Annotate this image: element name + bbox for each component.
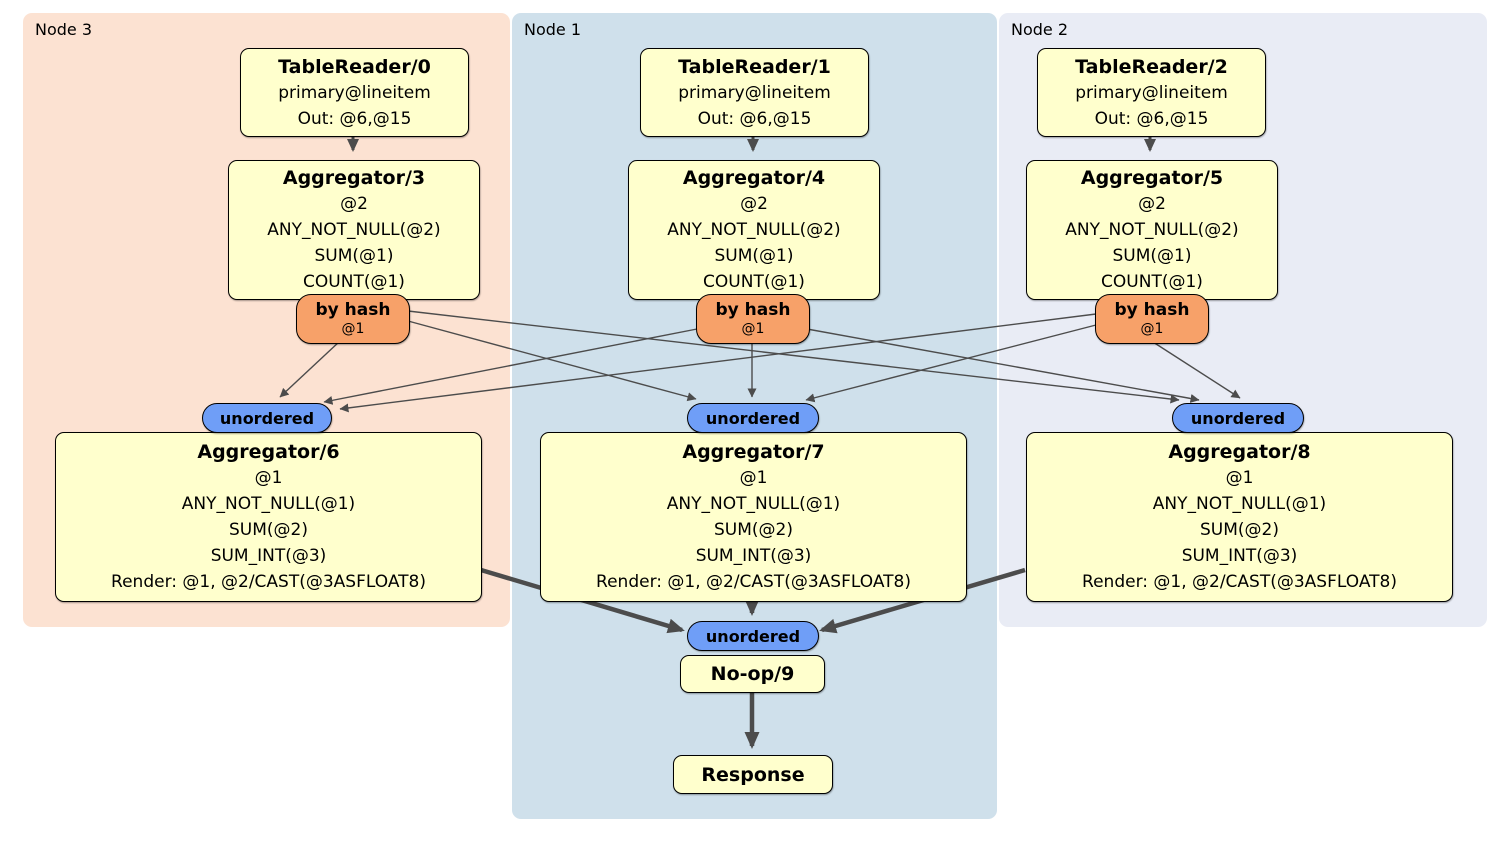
processor-aggregator-5: Aggregator/5 @2 ANY_NOT_NULL(@2) SUM(@1)…: [1026, 160, 1278, 300]
processor-title: Aggregator/8: [1168, 441, 1311, 463]
processor-detail: Render: @1, @2/CAST(@3ASFLOAT8): [111, 572, 426, 592]
stream-label: unordered: [705, 626, 801, 646]
processor-response: Response: [673, 755, 833, 794]
processor-title: Aggregator/5: [1080, 167, 1224, 189]
router-detail: @1: [741, 321, 765, 337]
processor-detail: SUM_INT(@3): [1181, 546, 1298, 566]
processor-detail: ANY_NOT_NULL(@1): [1152, 494, 1327, 514]
processor-detail: primary@lineitem: [1075, 82, 1228, 103]
processor-detail: SUM(@2): [714, 520, 793, 540]
processor-aggregator-7: Aggregator/7 @1 ANY_NOT_NULL(@1) SUM(@2)…: [540, 432, 967, 602]
processor-detail: Out: @6,@15: [1094, 108, 1209, 129]
stream-label: unordered: [1190, 408, 1286, 428]
region-node2-label: Node 2: [1011, 20, 1069, 39]
processor-title: TableReader/2: [1075, 55, 1228, 78]
processor-detail: SUM_INT(@3): [210, 546, 327, 566]
processor-detail: ANY_NOT_NULL(@2): [267, 220, 441, 240]
processor-detail: ANY_NOT_NULL(@2): [667, 220, 841, 240]
stream-unordered-node2: unordered: [1172, 403, 1304, 433]
processor-detail: @1: [1225, 468, 1254, 488]
processor-title: TableReader/1: [678, 55, 831, 78]
router-by-hash-node3: by hash @1: [296, 294, 410, 344]
router-label: by hash: [715, 300, 791, 320]
processor-title: TableReader/0: [278, 55, 431, 78]
router-label: by hash: [1114, 300, 1190, 320]
router-detail: @1: [1140, 321, 1164, 337]
region-node1-label: Node 1: [524, 20, 582, 39]
router-by-hash-node1: by hash @1: [696, 294, 810, 344]
processor-detail: Render: @1, @2/CAST(@3ASFLOAT8): [1082, 572, 1397, 592]
router-by-hash-node2: by hash @1: [1095, 294, 1209, 344]
processor-title: Aggregator/4: [682, 167, 826, 189]
processor-detail: ANY_NOT_NULL(@2): [1065, 220, 1239, 240]
processor-detail: SUM(@2): [1200, 520, 1279, 540]
region-node3-label: Node 3: [35, 20, 93, 39]
processor-title: Aggregator/6: [197, 441, 340, 463]
processor-detail: COUNT(@1): [303, 272, 405, 292]
stream-unordered-node1: unordered: [687, 403, 819, 433]
processor-title: No-op/9: [710, 663, 795, 685]
router-label: by hash: [315, 300, 391, 320]
processor-detail: @1: [739, 468, 768, 488]
processor-aggregator-3: Aggregator/3 @2 ANY_NOT_NULL(@2) SUM(@1)…: [228, 160, 480, 300]
stream-unordered-node3: unordered: [202, 403, 332, 433]
processor-aggregator-4: Aggregator/4 @2 ANY_NOT_NULL(@2) SUM(@1)…: [628, 160, 880, 300]
processor-title: Aggregator/7: [682, 441, 825, 463]
processor-detail: SUM(@1): [714, 246, 794, 266]
processor-detail: @1: [254, 468, 283, 488]
processor-title: Response: [701, 763, 805, 786]
processor-aggregator-8: Aggregator/8 @1 ANY_NOT_NULL(@1) SUM(@2)…: [1026, 432, 1453, 602]
processor-detail: SUM(@1): [314, 246, 394, 266]
stream-label: unordered: [705, 408, 801, 428]
processor-detail: primary@lineitem: [278, 82, 431, 103]
processor-title: Aggregator/3: [282, 167, 426, 189]
processor-noop-9: No-op/9: [680, 655, 825, 693]
processor-detail: @2: [340, 194, 368, 214]
processor-detail: @2: [740, 194, 768, 214]
processor-detail: Render: @1, @2/CAST(@3ASFLOAT8): [596, 572, 911, 592]
processor-detail: COUNT(@1): [1101, 272, 1203, 292]
processor-aggregator-6: Aggregator/6 @1 ANY_NOT_NULL(@1) SUM(@2)…: [55, 432, 482, 602]
processor-detail: primary@lineitem: [678, 82, 831, 103]
processor-detail: Out: @6,@15: [297, 108, 412, 129]
processor-detail: SUM_INT(@3): [695, 546, 812, 566]
processor-detail: SUM(@2): [229, 520, 308, 540]
processor-detail: SUM(@1): [1112, 246, 1192, 266]
router-detail: @1: [341, 321, 365, 337]
processor-detail: @2: [1138, 194, 1166, 214]
processor-tablereader-0: TableReader/0 primary@lineitem Out: @6,@…: [240, 48, 469, 137]
processor-detail: ANY_NOT_NULL(@1): [666, 494, 841, 514]
processor-tablereader-1: TableReader/1 primary@lineitem Out: @6,@…: [640, 48, 869, 137]
processor-detail: Out: @6,@15: [697, 108, 812, 129]
stream-label: unordered: [219, 408, 315, 428]
processor-tablereader-2: TableReader/2 primary@lineitem Out: @6,@…: [1037, 48, 1266, 137]
stream-unordered-final: unordered: [687, 621, 819, 651]
processor-detail: ANY_NOT_NULL(@1): [181, 494, 356, 514]
processor-detail: COUNT(@1): [703, 272, 805, 292]
